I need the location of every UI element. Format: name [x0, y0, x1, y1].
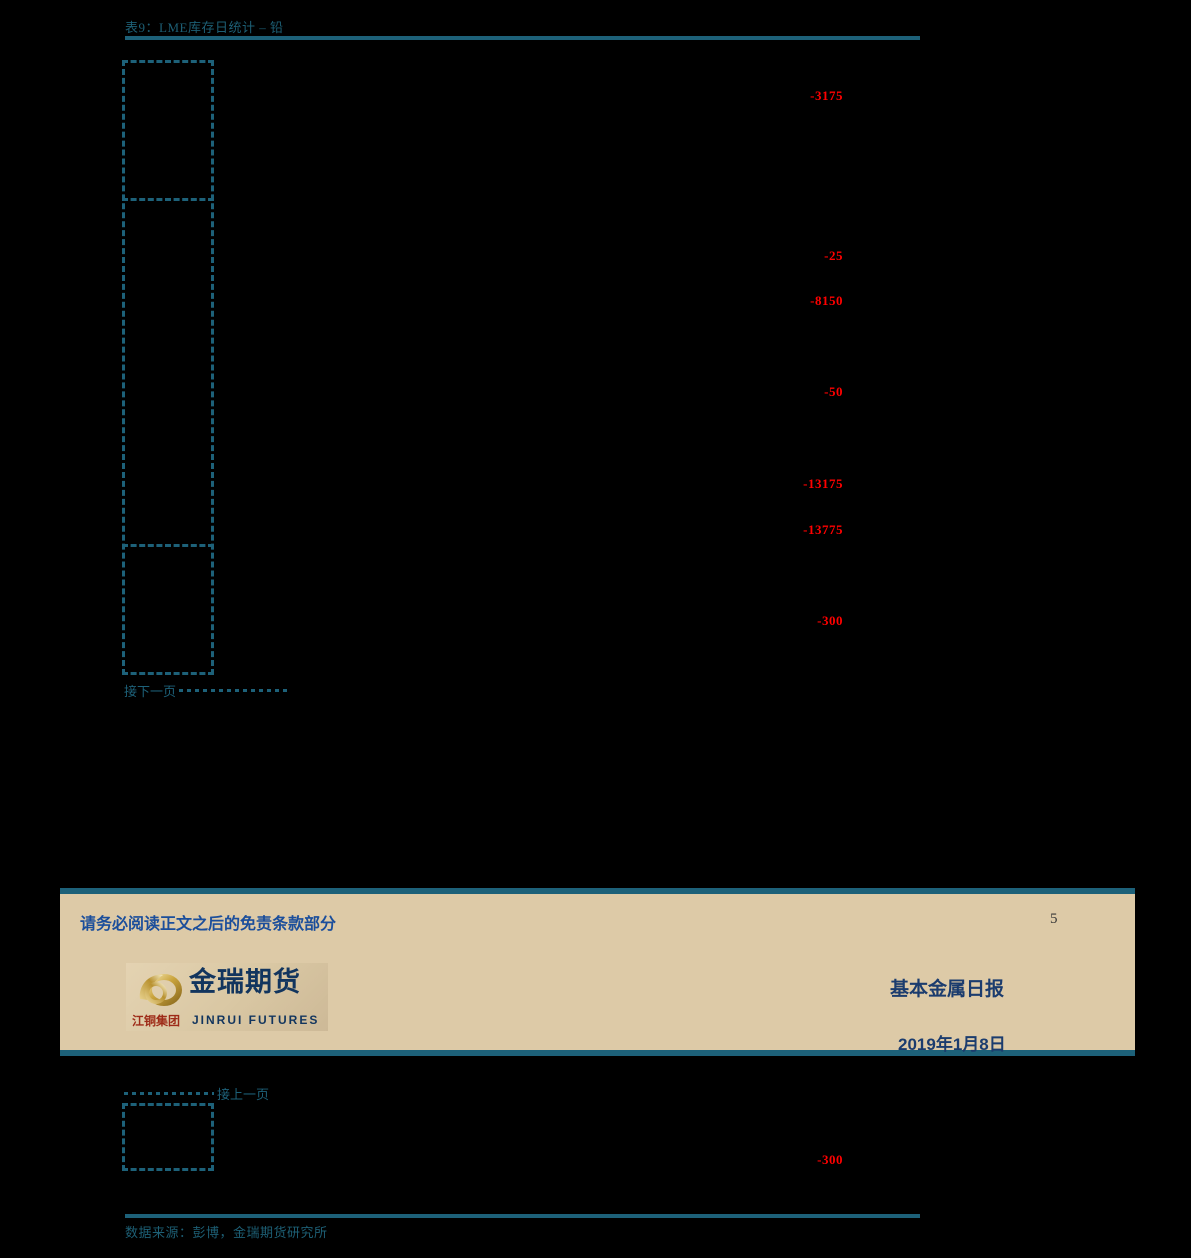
table-row-divider	[122, 544, 214, 547]
company-logo: 金瑞期货 江铜集团 JINRUI FUTURES	[126, 963, 328, 1031]
continuation-next-page: 接下一页	[124, 681, 290, 700]
page-number: 5	[1050, 911, 1058, 927]
data-source-note: 数据来源：彭博，金瑞期货研究所	[125, 1225, 328, 1240]
table-value-cell: -3175	[810, 88, 843, 103]
continuation-next-label: 接下一页	[124, 684, 177, 699]
dotted-leader-icon	[124, 1092, 214, 1095]
table-value-cell: -300	[817, 1152, 843, 1167]
table-value-cell: -8150	[810, 293, 843, 308]
table-value-cell: -25	[824, 248, 843, 263]
footer-disclaimer: 请务必阅读正文之后的免责条款部分	[80, 916, 337, 933]
table-placeholder-lower	[122, 1103, 214, 1171]
page-title: 表9：LME库存日统计 – 铅	[125, 20, 284, 35]
table-placeholder-upper	[122, 60, 214, 675]
table-value-cell: -300	[817, 613, 843, 628]
continuation-prev-page: 接上一页	[124, 1084, 269, 1103]
continuation-prev-label: 接上一页	[217, 1087, 270, 1102]
title-divider	[125, 36, 920, 40]
dotted-leader-icon	[179, 689, 290, 692]
source-divider	[125, 1214, 920, 1218]
logo-company-name-en: JINRUI FUTURES	[192, 1013, 320, 1027]
report-date: 2019年1月8日	[898, 1035, 1006, 1054]
table-value-cell: -13175	[803, 476, 843, 491]
table-value-cell: -50	[824, 384, 843, 399]
table-value-cell: -13775	[803, 522, 843, 537]
jinrui-swirl-emblem-icon	[139, 974, 182, 1006]
table-row-divider	[122, 198, 214, 201]
logo-group-name: 江铜集团	[132, 1014, 181, 1028]
report-title: 基本金属日报	[890, 979, 1005, 1000]
logo-company-name-cn: 金瑞期货	[189, 967, 301, 997]
